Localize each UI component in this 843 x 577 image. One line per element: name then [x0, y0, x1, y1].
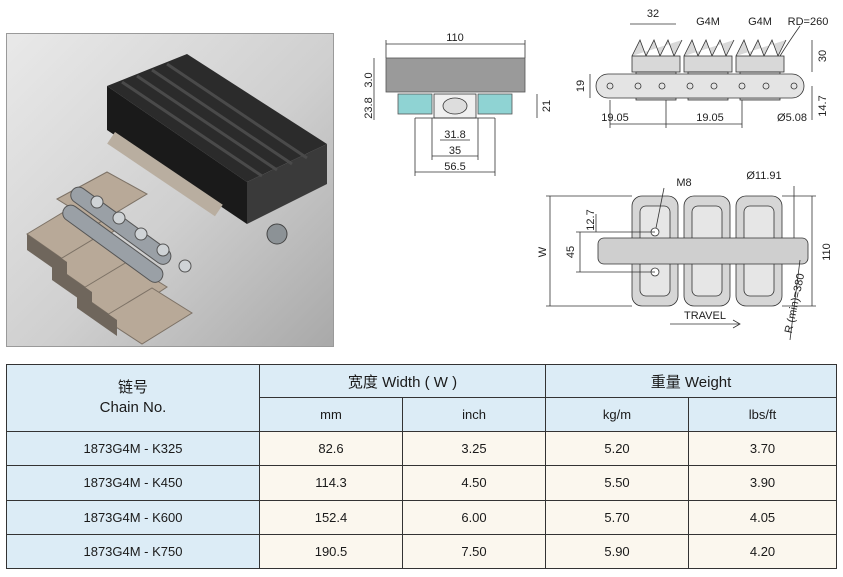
weight-lbsft-cell: 3.90 [688, 465, 838, 501]
front-width-top: 110 [446, 32, 464, 44]
weight-kgm-cell: 5.50 [545, 465, 690, 501]
table-row: 1873G4M - K325 82.6 3.25 5.20 3.70 [6, 430, 838, 467]
width-header: 宽度 Width ( W ) [258, 364, 547, 398]
model-cell: 1873G4M - K750 [6, 533, 260, 570]
top-hole-dia: Ø11.91 [746, 170, 781, 182]
unit-mm: mm [259, 397, 403, 432]
top-width-symbol: W [537, 246, 549, 257]
side-tooth-label-2: G4M [748, 16, 772, 28]
table-row: 1873G4M - K750 190.5 7.50 5.90 4.20 [6, 533, 838, 570]
width-mm-cell: 152.4 [259, 499, 403, 535]
width-inch-cell: 4.50 [401, 465, 547, 501]
side-bottom-height: 14.7 [817, 95, 829, 116]
weight-lbsft-cell: 4.05 [688, 499, 838, 535]
unit-inch: inch [401, 397, 547, 432]
side-tooth-label-1: G4M [696, 16, 720, 28]
front-overall-width: 56.5 [444, 161, 465, 173]
weight-kgm-cell: 5.20 [545, 430, 690, 467]
model-cell: 1873G4M - K450 [6, 465, 260, 501]
side-pitch-top: 32 [647, 8, 659, 20]
unit-kgm: kg/m [545, 397, 690, 432]
weight-header: 重量 Weight [545, 364, 838, 398]
top-travel: TRAVEL [684, 310, 726, 322]
side-pitch-1: 19.05 [601, 112, 629, 124]
front-top-thickness: 3.0 [363, 72, 375, 87]
front-view-drawing [373, 40, 538, 176]
chain-photo-illustration [26, 54, 327, 345]
weight-kgm-cell: 5.90 [545, 533, 690, 570]
weight-lbsft-cell: 3.70 [688, 430, 838, 467]
top-spacing: 45 [565, 246, 577, 258]
weight-lbsft-cell: 4.20 [688, 533, 838, 570]
side-chain-height: 19 [575, 80, 587, 92]
front-inner-width-1: 31.8 [444, 129, 465, 141]
front-inner-width-2: 35 [449, 145, 461, 157]
chain-no-header: 链号 Chain No. [6, 364, 260, 432]
side-radius-label: RD=260 [788, 16, 829, 28]
side-pitch-2: 19.05 [696, 112, 724, 124]
side-top-height: 30 [817, 50, 829, 62]
side-view-drawing [589, 23, 813, 128]
unit-lbsft: lbs/ft [688, 397, 838, 432]
front-left-height: 23.8 [363, 97, 375, 118]
side-pin-dia: Ø5.08 [777, 112, 807, 124]
model-cell: 1873G4M - K600 [6, 499, 260, 535]
model-cell: 1873G4M - K325 [6, 430, 260, 467]
spec-table: 链号 Chain No. 宽度 Width ( W ) 重量 Weight mm… [6, 364, 838, 570]
chain-no-header-cn: 链号 [117, 379, 148, 396]
width-inch-cell: 3.25 [401, 430, 547, 467]
product-photo [6, 33, 334, 347]
width-inch-cell: 7.50 [401, 533, 547, 570]
top-right-dim: 110 [821, 243, 833, 261]
technical-drawings: 110 3.0 23.8 21 31.8 35 56.5 32 G4M G4M … [363, 8, 833, 341]
width-mm-cell: 82.6 [259, 430, 403, 467]
chain-no-header-en: Chain No. [99, 399, 167, 416]
width-inch-cell: 6.00 [401, 499, 547, 535]
top-view-drawing [546, 186, 816, 341]
top-thread: M8 [676, 177, 691, 189]
width-mm-cell: 114.3 [259, 465, 403, 501]
table-row: 1873G4M - K600 152.4 6.00 5.70 4.05 [6, 499, 838, 535]
top-radius-min: R (min)=380 [783, 272, 807, 334]
width-mm-cell: 190.5 [259, 533, 403, 570]
weight-kgm-cell: 5.70 [545, 499, 690, 535]
table-row: 1873G4M - K450 114.3 4.50 5.50 3.90 [6, 465, 838, 501]
front-right-height: 21 [541, 100, 553, 112]
top-offset: 12.7 [585, 209, 597, 230]
